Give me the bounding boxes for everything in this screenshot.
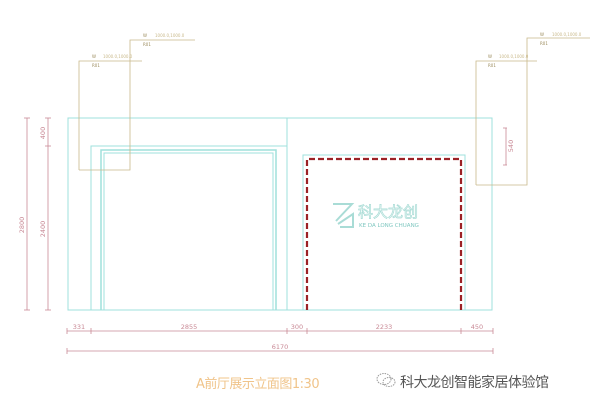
- logo-en: KE DA LONG CHUANG: [359, 223, 419, 229]
- leader-code: W: [143, 33, 147, 38]
- dim-h: 450: [471, 323, 483, 331]
- dimension-lines: [24, 117, 507, 354]
- dashed-display-area: [305, 157, 463, 310]
- logo-cn: 科大龙创: [358, 203, 418, 221]
- dim-total-height: 2800: [18, 217, 26, 234]
- left-inner-frame-2: [103, 152, 274, 310]
- dim-total-width: 6170: [272, 343, 289, 351]
- left-frame: [90, 145, 287, 310]
- logo-mark-icon: [333, 203, 355, 228]
- leader-code: W: [92, 54, 96, 59]
- leader-spec: 1000.0,1000.0: [499, 54, 529, 59]
- dim-right: 540: [507, 140, 515, 152]
- leader-ref: R01: [488, 63, 496, 68]
- leader-spec: 1000.0,1000.0: [103, 54, 133, 59]
- leader-spec: 1000.0,1000.0: [552, 32, 582, 37]
- dim-bottom: 2400: [39, 221, 47, 238]
- leader-ref: R01: [92, 63, 100, 68]
- dim-h: 2855: [181, 323, 198, 331]
- leader-code: W: [540, 32, 544, 37]
- leader-ref: R01: [540, 41, 548, 46]
- wechat-icon: [376, 373, 396, 387]
- dimension-labels: 2800 400 2400 540 331 2855 300 2233 450 …: [18, 127, 515, 351]
- right-frame: [302, 154, 466, 310]
- leader-spec: 1000.0,1000.0: [155, 33, 185, 38]
- watermark: 科大龙创智能家居体验馆: [400, 375, 549, 391]
- structure: [67, 117, 493, 311]
- leader-ref: R01: [143, 42, 151, 47]
- left-inner-frame: [100, 149, 277, 310]
- logo: 科大龙创 KE DA LONG CHUANG: [333, 203, 419, 229]
- leader-code: W: [488, 54, 492, 59]
- dim-top: 400: [39, 127, 47, 139]
- dim-h: 2233: [376, 323, 393, 331]
- dim-h: 331: [73, 323, 85, 331]
- drawing-title: A前厅展示立面图1:30: [196, 377, 320, 392]
- leader-lines: [78, 37, 590, 186]
- dim-h: 300: [291, 323, 303, 331]
- leader-labels: W 1000.0,1000.0 R01 W 1000.0,1000.0 R01 …: [92, 32, 582, 68]
- outer-wall: [67, 117, 493, 311]
